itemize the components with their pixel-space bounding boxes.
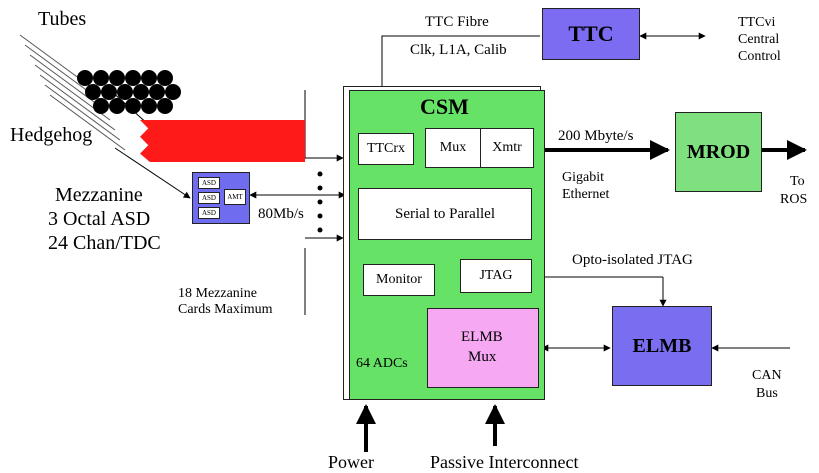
ros-line2: ROS: [780, 192, 808, 207]
xmtr-block: Xmtr: [480, 128, 534, 168]
ttc-signals-label: Clk, L1A, Calib: [410, 42, 507, 58]
gigabit-line2: Ethernet: [562, 187, 610, 202]
ros-line1: To: [790, 174, 805, 189]
ttc-fibre-label: TTC Fibre: [425, 14, 489, 30]
link-dots: [317, 171, 323, 233]
elmb-mux-line1: ELMB: [461, 329, 503, 345]
asd-chip-2: ASD: [198, 192, 220, 204]
mux-block: Mux: [425, 128, 481, 168]
ttcvi-line2: Central: [738, 32, 780, 47]
interconnect-label: Passive Interconnect: [430, 452, 579, 472]
mrod-rate-label: 200 Mbyte/s: [558, 128, 634, 144]
tube-hatching: [19, 34, 126, 151]
can-line1: CAN: [752, 368, 782, 383]
amt-chip: AMT: [224, 189, 246, 205]
tubes-stack: [77, 70, 181, 114]
gigabit-line1: Gigabit: [562, 170, 604, 185]
mezzanine-label-line2: 3 Octal ASD: [48, 208, 151, 230]
monitor-block: Monitor: [363, 264, 435, 296]
ttcrx-block: TTCrx: [358, 133, 414, 165]
jtag-block: JTAG: [460, 259, 532, 293]
adcs-label: 64 ADCs: [356, 356, 408, 371]
ttcvi-line3: Control: [738, 49, 781, 64]
ttc-box: TTC: [542, 8, 640, 60]
opto-jtag-label: Opto-isolated JTAG: [572, 252, 693, 268]
max-cards-line1: 18 Mezzanine: [178, 286, 257, 301]
elmb-mux-block: ELMB Mux: [427, 308, 539, 388]
power-label: Power: [328, 452, 374, 472]
elmb-mux-line2: Mux: [468, 349, 497, 365]
hedgehog-board: [140, 120, 305, 162]
ttcvi-line1: TTCvi: [738, 15, 776, 30]
mezzanine-label-line1: Mezzanine: [55, 184, 143, 206]
asd-chip-3: ASD: [198, 207, 220, 219]
elmb-box: ELMB: [612, 306, 712, 386]
link-speed-label: 80Mb/s: [258, 206, 304, 222]
tubes-label: Tubes: [38, 8, 87, 30]
serial-to-parallel-block: Serial to Parallel: [358, 188, 532, 240]
csm-title: CSM: [420, 94, 469, 119]
can-line2: Bus: [756, 386, 778, 401]
mrod-box: MROD: [675, 112, 762, 192]
mezzanine-board: ASD ASD ASD AMT: [192, 172, 250, 224]
hedgehog-label: Hedgehog: [10, 124, 93, 146]
max-cards-line2: Cards Maximum: [178, 302, 273, 317]
asd-chip-1: ASD: [198, 177, 220, 189]
mezzanine-label-line3: 24 Chan/TDC: [48, 232, 161, 254]
